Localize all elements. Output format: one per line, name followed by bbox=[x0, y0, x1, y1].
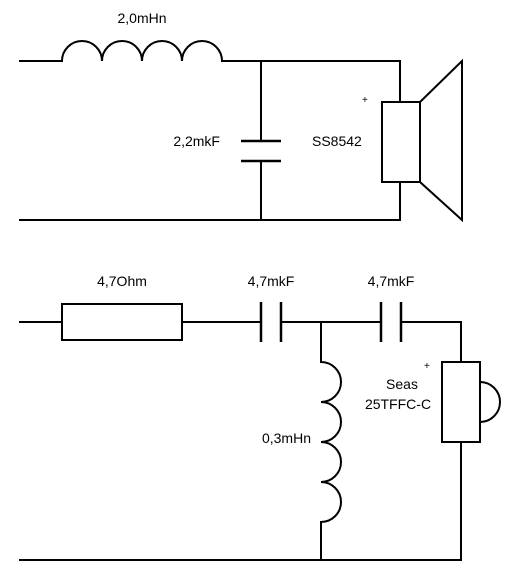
top-capacitor-label: 2,2mkF bbox=[173, 133, 220, 149]
top-speaker-magnet bbox=[381, 101, 421, 183]
bottom-speaker-polarity: + bbox=[424, 361, 430, 372]
bottom-inductor bbox=[320, 361, 342, 523]
bottom-capacitor-1-label: 4,7mkF bbox=[248, 273, 295, 289]
top-speaker-polarity: + bbox=[362, 95, 368, 106]
bottom-circuit: 4,7Ohm 4,7mkF 4,7mkF 0,3mHn Seas 25TFFC-… bbox=[19, 273, 501, 561]
bottom-resistor bbox=[61, 303, 183, 341]
top-speaker-label: SS8542 bbox=[312, 133, 362, 149]
top-inductor-label: 2,0mHn bbox=[117, 10, 166, 26]
bottom-speaker-model-label: 25TFFC-C bbox=[365, 396, 431, 412]
top-circuit: 2,0mHn 2,2mkF SS8542 + bbox=[19, 10, 463, 223]
bottom-speaker-brand-label: Seas bbox=[386, 376, 418, 392]
bottom-speaker-magnet bbox=[441, 361, 481, 443]
bottom-speaker-dome bbox=[479, 381, 501, 423]
top-inductor bbox=[61, 40, 223, 62]
bottom-capacitor-2-label: 4,7mkF bbox=[368, 273, 415, 289]
bottom-inductor-label: 0,3mHn bbox=[262, 430, 311, 446]
bottom-resistor-label: 4,7Ohm bbox=[97, 273, 147, 289]
top-speaker-cone bbox=[419, 58, 463, 223]
